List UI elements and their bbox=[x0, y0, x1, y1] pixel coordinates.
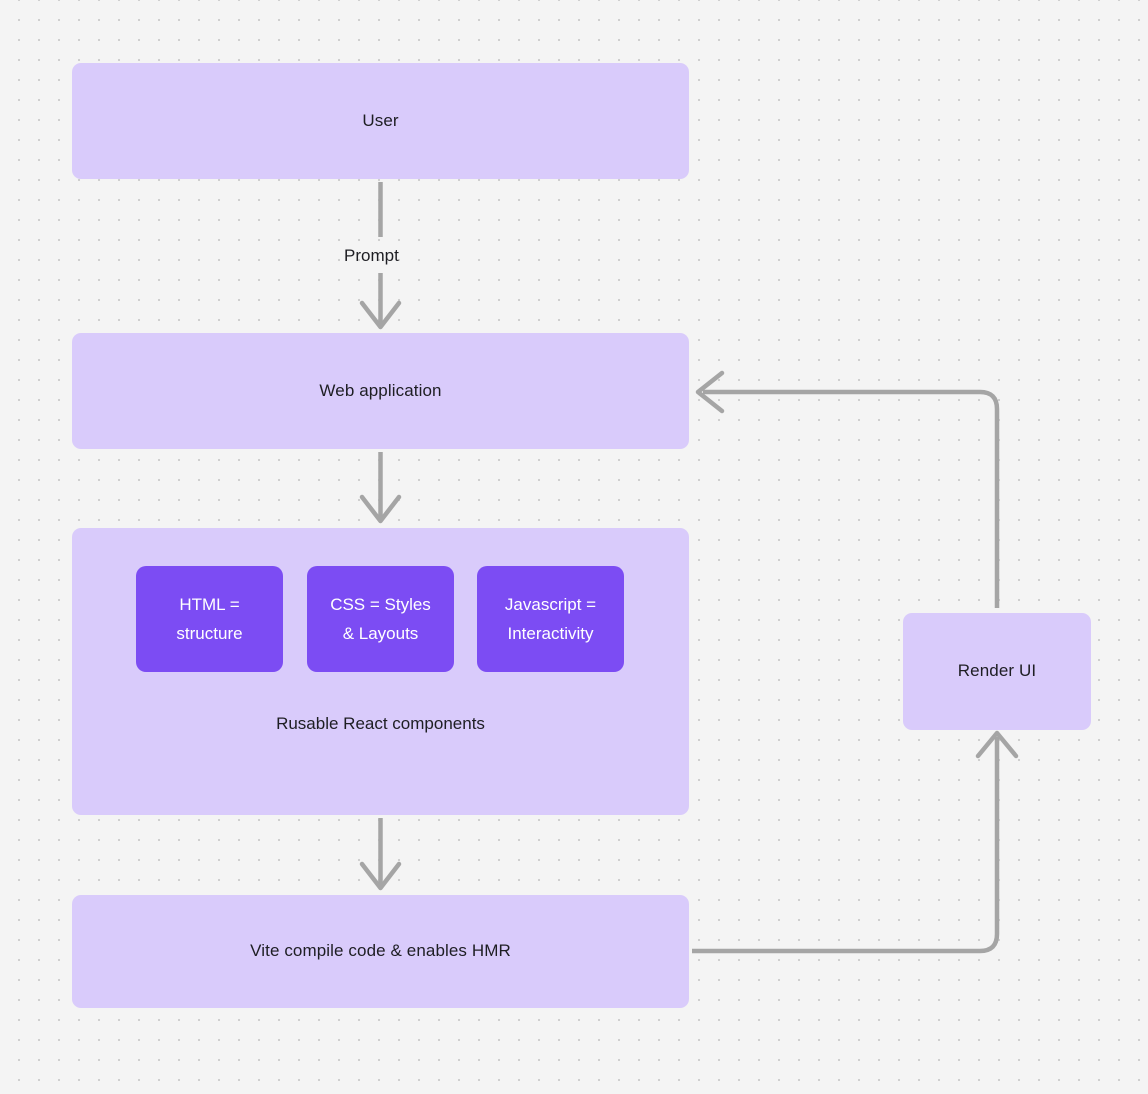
node-react-components-caption: Rusable React components bbox=[276, 714, 485, 733]
node-vite[interactable]: Vite compile code & enables HMR bbox=[72, 895, 689, 1008]
edge-label-prompt: Prompt bbox=[344, 246, 399, 265]
chip-html-label: HTML = structure bbox=[176, 595, 243, 643]
arrowhead-vite-to-render bbox=[975, 730, 1019, 759]
node-react-components[interactable]: HTML = structure CSS = Styles & Layouts … bbox=[72, 528, 689, 815]
node-render-ui-label: Render UI bbox=[957, 661, 1037, 681]
edge-render-to-webapp bbox=[703, 389, 1000, 608]
node-vite-label: Vite compile code & enables HMR bbox=[250, 941, 511, 961]
arrowhead-components-to-vite bbox=[359, 861, 402, 891]
arrowhead-user-to-webapp bbox=[359, 300, 402, 330]
chip-css-label: CSS = Styles & Layouts bbox=[330, 595, 431, 643]
chip-javascript[interactable]: Javascript = Interactivity bbox=[477, 566, 624, 672]
chip-javascript-label: Javascript = Interactivity bbox=[504, 595, 597, 643]
arrowhead-render-to-webapp bbox=[695, 370, 725, 414]
chip-html[interactable]: HTML = structure bbox=[136, 566, 283, 672]
chip-css[interactable]: CSS = Styles & Layouts bbox=[307, 566, 454, 672]
node-web-application[interactable]: Web application bbox=[72, 333, 689, 449]
arrowhead-webapp-to-components bbox=[359, 494, 402, 524]
node-render-ui[interactable]: Render UI bbox=[903, 613, 1091, 730]
node-user-label: User bbox=[362, 110, 399, 130]
node-user[interactable]: User bbox=[72, 63, 689, 179]
node-web-application-label: Web application bbox=[319, 380, 442, 400]
edge-vite-to-render bbox=[692, 737, 1000, 954]
